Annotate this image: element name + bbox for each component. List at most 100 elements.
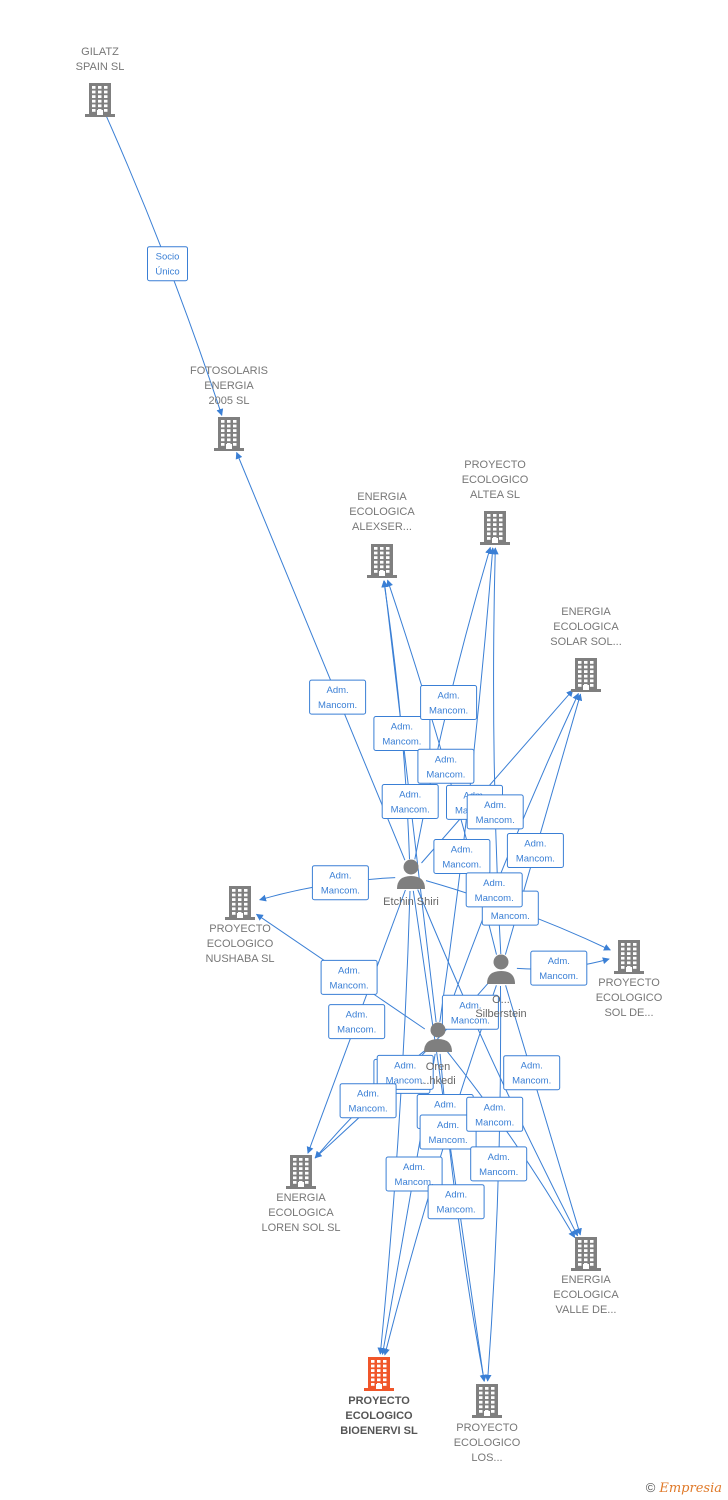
company-label-bioenervi[interactable]: BIOENERVI SL — [340, 1425, 418, 1437]
company-label-los[interactable]: LOS... — [471, 1452, 502, 1464]
company-label-bioenervi[interactable]: ECOLOGICO — [345, 1410, 413, 1422]
relation-badge-silberstein-bioenervi[interactable]: Adm.Mancom. — [419, 1114, 477, 1150]
company-label-valle[interactable]: ENERGIA — [561, 1274, 611, 1286]
relation-badge-silberstein-solarsol[interactable]: Adm.Mancom. — [506, 833, 564, 868]
company-building-icon[interactable] — [367, 544, 397, 578]
relation-badge-text: Adm. — [484, 1102, 506, 1113]
company-label-alexser[interactable]: ENERGIA — [357, 491, 407, 503]
relation-badge-etchin-alexser[interactable]: Adm.Mancom. — [373, 716, 431, 751]
company-building-icon[interactable] — [85, 83, 115, 117]
relation-badge-text: Mancom. — [395, 1177, 434, 1188]
company-label-nushaba[interactable]: PROYECTO — [209, 923, 271, 935]
company-label-solde[interactable]: ECOLOGICO — [596, 992, 663, 1004]
company-building-icon[interactable] — [472, 1384, 502, 1418]
relation-badge-oren-valle[interactable]: Adm.Mancom. — [466, 1096, 524, 1132]
person-label-oren[interactable]: Oren — [426, 1061, 450, 1073]
relation-badge-text: Mancom. — [491, 911, 530, 922]
relation-badge-text: Mancom. — [349, 1104, 388, 1115]
person-label-oren[interactable]: ...hkedi — [420, 1075, 455, 1087]
person-label-etchin[interactable]: Etchin Shiri — [383, 896, 439, 908]
relation-badge-text: Mancom. — [429, 706, 468, 717]
company-label-valle[interactable]: VALLE DE... — [556, 1304, 617, 1316]
company-label-los[interactable]: PROYECTO — [456, 1422, 518, 1434]
relation-badge-etchin-valle[interactable]: Adm.Mancom. — [441, 994, 499, 1030]
company-label-los[interactable]: ECOLOGICO — [454, 1437, 521, 1449]
company-label-lorensol[interactable]: ECOLOGICA — [268, 1207, 334, 1219]
company-building-icon[interactable] — [286, 1155, 316, 1189]
relation-badge-text: Mancom. — [429, 1135, 468, 1146]
company-label-gilatz[interactable]: SPAIN SL — [76, 61, 125, 73]
relation-badge-oren-lorensol[interactable]: Adm. Mancom. — [339, 1083, 397, 1119]
relation-badge-oren-nushaba[interactable]: Adm.Mancom. — [320, 959, 378, 995]
company-label-solarsol[interactable]: SOLAR SOL... — [550, 636, 622, 648]
company-label-solarsol[interactable]: ECOLOGICA — [553, 621, 619, 633]
company-building-icon[interactable] — [225, 886, 255, 920]
relation-badge-silberstein-lorensol[interactable]: Adm.Mancom. — [376, 1054, 434, 1090]
relation-badge-etchin-nushaba[interactable]: Adm.Mancom. — [311, 865, 369, 901]
relation-badge-text: Mancom. — [391, 805, 430, 816]
relation-badge-text: Adm. — [483, 878, 505, 889]
relation-badge-text: Adm. — [435, 754, 457, 765]
relation-badge-text: Adm. — [403, 1162, 425, 1173]
person-icon[interactable] — [424, 1022, 452, 1053]
person-label-silberstein[interactable]: O... — [492, 994, 510, 1006]
company-building-icon[interactable] — [571, 658, 601, 692]
relation-badge-oren-alexser[interactable]: Adm.Mancom. — [381, 784, 439, 819]
relation-badge-text: Adm. — [548, 956, 570, 967]
relation-badge-silberstein-solde[interactable]: Adm.Mancom. — [530, 950, 588, 986]
relation-badge-etchin-altea[interactable]: Adm.Mancom. — [420, 685, 478, 720]
footer-brand[interactable]: ©Empresia — [646, 1480, 722, 1496]
company-building-icon[interactable] — [571, 1237, 601, 1271]
relation-badge-text: Adm. — [357, 1089, 379, 1100]
edge-etchin-bioenervi — [377, 890, 411, 1355]
edge-silberstein-valle — [505, 985, 582, 1236]
company-label-lorensol[interactable]: LOREN SOL SL — [261, 1222, 340, 1234]
relation-badge-oren-los[interactable]: Adm.Mancom. — [427, 1184, 485, 1220]
company-label-nushaba[interactable]: NUSHABA SL — [205, 953, 274, 965]
company-label-lorensol[interactable]: ENERGIA — [276, 1192, 326, 1204]
company-label-solarsol[interactable]: ENERGIA — [561, 606, 611, 618]
relation-badge-silberstein-los[interactable]: Adm.Mancom. — [470, 1146, 528, 1182]
company-label-altea[interactable]: ECOLOGICO — [462, 474, 529, 486]
relation-badge-oren-altea[interactable]: Adm.Mancom. — [433, 839, 491, 874]
company-label-fotosolaris[interactable]: ENERGIA — [204, 380, 254, 392]
edge-silberstein-los — [484, 985, 502, 1382]
company-label-fotosolaris[interactable]: 2005 SL — [209, 395, 250, 407]
relation-badge-etchin-lorensol[interactable]: Adm.Mancom. — [328, 1004, 386, 1040]
company-label-alexser[interactable]: ALEXSER... — [352, 521, 412, 533]
company-label-bioenervi[interactable]: PROYECTO — [348, 1395, 410, 1407]
brand-logo: Empresia — [659, 1481, 722, 1496]
company-label-valle[interactable]: ECOLOGICA — [553, 1289, 619, 1301]
company-building-icon[interactable] — [614, 940, 644, 974]
relation-badge-oren-solarsol[interactable]: Adm.Mancom. — [465, 872, 523, 908]
relation-badge-text: Adm. — [459, 1000, 481, 1011]
company-label-fotosolaris[interactable]: FOTOSOLARIS — [190, 365, 268, 377]
company-building-icon[interactable] — [214, 417, 244, 451]
company-label-nushaba[interactable]: ECOLOGICO — [207, 938, 274, 950]
edge-oren-valle — [446, 1050, 576, 1239]
company-building-icon[interactable] — [480, 511, 510, 545]
company-label-altea[interactable]: ALTEA SL — [470, 489, 520, 501]
person-icon[interactable] — [487, 954, 515, 985]
relation-badge-text: Adm. — [524, 839, 546, 850]
nodes-layer: GILATZ SPAIN SL FOTOSOLARIS ENERGIA 2005 SL E… — [76, 46, 663, 1464]
relation-badge-silberstein-alexser[interactable]: Adm.Mancom. — [417, 748, 475, 784]
company-label-alexser[interactable]: ECOLOGICA — [349, 506, 415, 518]
relation-badge-etchin-fotosolaris[interactable]: Adm.Mancom. — [309, 679, 367, 715]
relation-badge-oren-bioenervi[interactable]: Adm. Mancom. — [385, 1156, 443, 1192]
company-label-solde[interactable]: SOL DE... — [604, 1007, 653, 1019]
edges-layer — [105, 114, 611, 1382]
relation-badge-text: Único — [155, 267, 179, 278]
person-label-silberstein[interactable]: Silberstein — [475, 1008, 526, 1020]
company-label-gilatz[interactable]: GILATZ — [81, 46, 119, 58]
relation-badge-text: Adm. — [488, 1152, 510, 1163]
person-icon[interactable] — [397, 859, 425, 890]
company-label-altea[interactable]: PROYECTO — [464, 459, 526, 471]
company-label-solde[interactable]: PROYECTO — [598, 977, 660, 989]
focus-company-building-icon[interactable] — [364, 1357, 394, 1391]
relation-badge-silberstein-valle[interactable]: Adm.Mancom. — [503, 1055, 561, 1091]
relation-badge-silberstein-altea[interactable]: Adm.Mancom. — [466, 794, 524, 830]
relation-badge-text: Mancom. — [382, 737, 421, 748]
